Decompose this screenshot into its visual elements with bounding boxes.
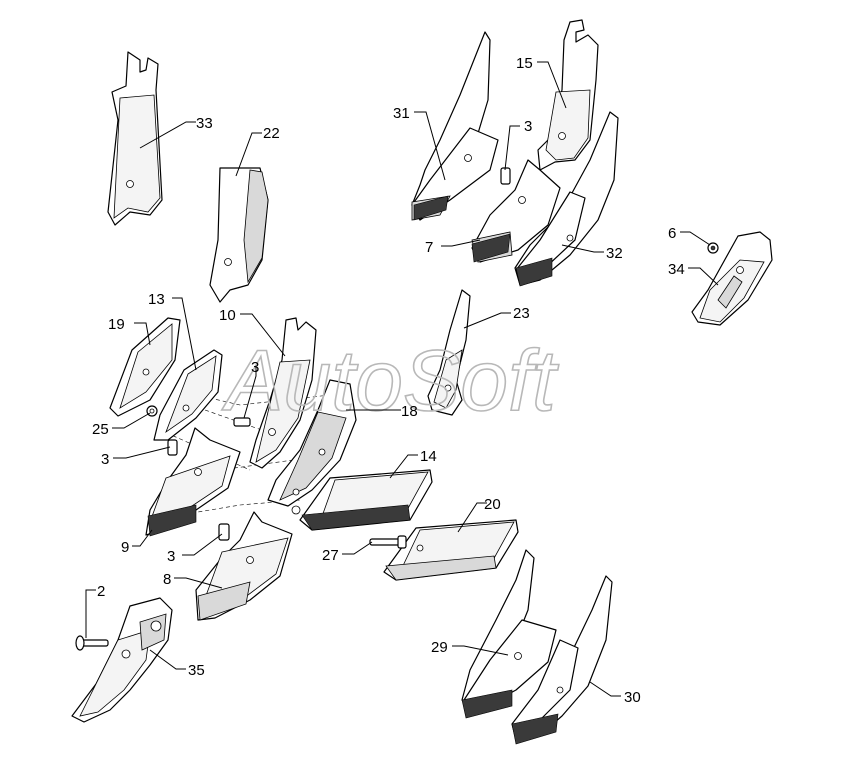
callout-2: 2 <box>97 583 105 600</box>
part-6-screw <box>707 242 719 254</box>
callout-31: 31 <box>393 105 410 122</box>
part-23-shield <box>427 289 471 416</box>
leader-lines <box>85 61 719 697</box>
part-3-bolt-lower <box>218 523 230 541</box>
callout-labels: 33 22 31 15 3 7 32 6 34 19 13 10 3 23 18… <box>92 55 685 706</box>
part-7-point <box>471 159 561 263</box>
part-14-edge-plate <box>291 469 433 531</box>
callout-3-lower: 3 <box>167 548 175 565</box>
callout-23: 23 <box>513 305 530 322</box>
callout-6: 6 <box>668 225 676 242</box>
part-35-adapter <box>71 597 173 723</box>
part-33-shank-plate <box>107 51 163 226</box>
callout-29: 29 <box>431 639 448 656</box>
callout-13: 13 <box>148 291 165 308</box>
part-18-shin-guard <box>267 379 357 507</box>
callout-14: 14 <box>420 448 437 465</box>
part-15-shank <box>537 19 599 171</box>
part-9-point <box>145 427 241 537</box>
part-34-adapter <box>691 231 773 326</box>
watermark-text: AutoSoft <box>221 333 559 429</box>
part-32-point-assembly <box>514 111 619 287</box>
part-29-point-assembly <box>461 549 557 719</box>
callout-19: 19 <box>108 316 125 333</box>
part-20-edge-plate <box>383 519 519 581</box>
callout-20: 20 <box>484 496 501 513</box>
part-8-point <box>195 511 293 621</box>
callout-10: 10 <box>219 307 236 324</box>
callout-9: 9 <box>121 539 129 556</box>
part-3-bolt-top <box>500 167 511 185</box>
callout-22: 22 <box>263 125 280 142</box>
callout-7: 7 <box>425 239 433 256</box>
part-27-bolt <box>369 535 407 549</box>
callout-33: 33 <box>196 115 213 132</box>
callout-8: 8 <box>163 571 171 588</box>
part-22-shin-guard <box>209 167 269 303</box>
part-13-wear-plate <box>153 349 223 441</box>
part-31-point-assembly <box>411 31 499 221</box>
callout-3-mid: 3 <box>251 359 259 376</box>
callout-35: 35 <box>188 662 205 679</box>
callout-3-top: 3 <box>524 118 532 135</box>
callout-27: 27 <box>322 547 339 564</box>
part-19-wear-plate <box>109 317 181 417</box>
part-30-point-assembly <box>511 575 613 745</box>
part-25-nut <box>146 405 158 417</box>
part-2-bolt <box>75 635 109 651</box>
callout-3-left: 3 <box>101 451 109 468</box>
callout-32: 32 <box>606 245 623 262</box>
callout-15: 15 <box>516 55 533 72</box>
part-3-bolt-mid <box>233 417 251 427</box>
part-10-shank <box>249 317 317 469</box>
callout-30: 30 <box>624 689 641 706</box>
callout-34: 34 <box>668 261 685 278</box>
callout-18: 18 <box>401 403 418 420</box>
callout-25: 25 <box>92 421 109 438</box>
